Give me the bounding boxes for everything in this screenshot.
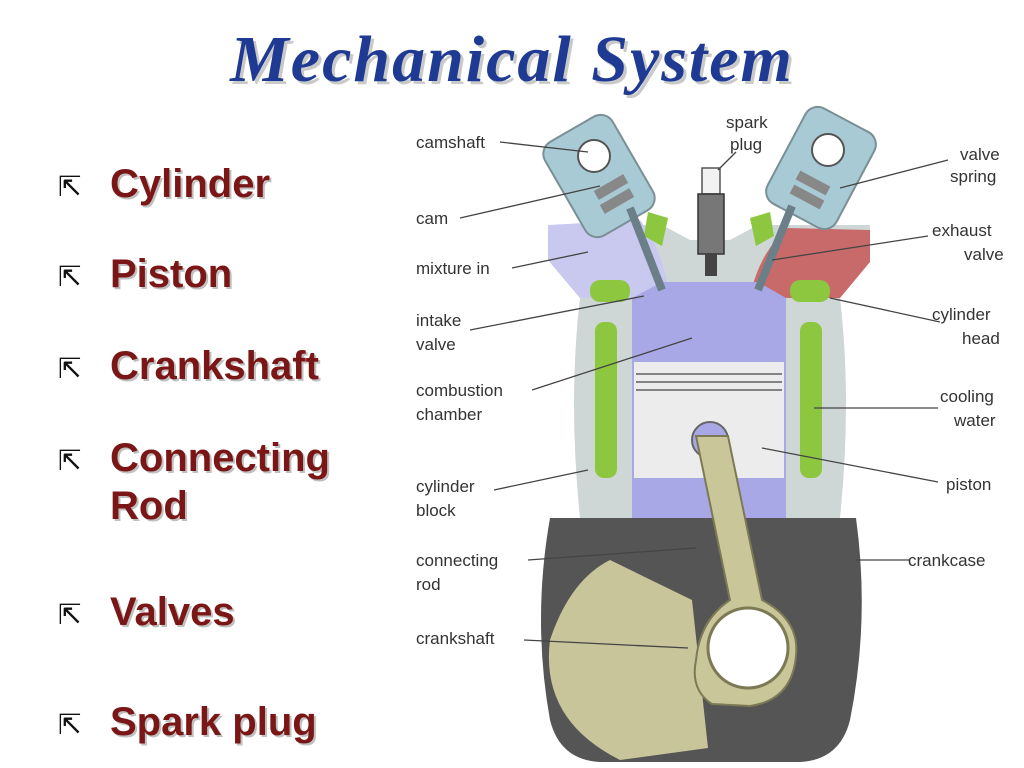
- bullet-cylinder: ⇱ Cylinder: [58, 160, 403, 208]
- label-spark-plug-line1: spark: [726, 113, 768, 132]
- label-cylinder-block-line1: cylinder: [416, 477, 475, 496]
- bullet-connecting-rod: ⇱ Connecting Rod: [58, 434, 403, 530]
- label-combustion-chamber-line2: chamber: [416, 405, 482, 424]
- label-crankshaft: crankshaft: [416, 629, 495, 648]
- label-cylinder-head-line1: cylinder: [932, 305, 991, 324]
- engine-diagram: camshaft spark plug valve spring cam exh…: [416, 105, 1004, 762]
- label-intake-valve-line1: intake: [416, 311, 461, 330]
- bullet-text: Piston: [110, 252, 233, 296]
- slide-title: Mechanical System: [230, 23, 794, 96]
- arrow-up-left-icon: ⇱: [58, 444, 82, 477]
- exhaust-port: [752, 228, 870, 298]
- label-crankcase: crankcase: [908, 551, 985, 570]
- label-camshaft: camshaft: [416, 133, 485, 152]
- label-cooling-water-line1: cooling: [940, 387, 994, 406]
- label-cooling-water-line2: water: [953, 411, 996, 430]
- crank-counterweight: [548, 560, 708, 760]
- arrow-up-left-icon: ⇱: [58, 708, 82, 741]
- bullet-spark-plug: ⇱ Spark plug: [58, 698, 403, 746]
- label-cylinder-block-line2: block: [416, 501, 456, 520]
- coolant-channel-head-center-right: [750, 212, 774, 246]
- label-exhaust-valve-line2: valve: [964, 245, 1004, 264]
- label-valve-spring-line2: spring: [950, 167, 996, 186]
- label-valve-spring-line1: valve: [960, 145, 1000, 164]
- label-mixture-in: mixture in: [416, 259, 490, 278]
- label-intake-valve-line2: valve: [416, 335, 456, 354]
- bullet-valves: ⇱ Valves: [58, 588, 403, 636]
- coolant-channel-head-right: [790, 280, 830, 302]
- bullet-text: Valves: [110, 590, 235, 634]
- label-spark-plug-line2: plug: [730, 135, 762, 154]
- coolant-channel-right: [800, 322, 822, 478]
- label-cylinder-head-line2: head: [962, 329, 1000, 348]
- spark-plug-shape: [697, 167, 725, 276]
- label-connecting-rod-line1: connecting: [416, 551, 498, 570]
- label-exhaust-valve-line1: exhaust: [932, 221, 992, 240]
- coolant-channel-head-left: [590, 280, 630, 302]
- crankshaft-journal: [706, 606, 790, 690]
- bullet-line: Connecting: [110, 436, 330, 480]
- coolant-channel-left: [595, 322, 617, 478]
- label-piston: piston: [946, 475, 991, 494]
- intake-cam-assembly: [542, 113, 666, 292]
- arrow-up-left-icon: ⇱: [58, 260, 82, 293]
- bullet-line: Rod: [110, 484, 188, 528]
- arrow-up-left-icon: ⇱: [58, 352, 82, 385]
- bullet-text: Spark plug: [110, 700, 317, 744]
- label-connecting-rod-line2: rod: [416, 575, 441, 594]
- bullet-piston: ⇱ Piston: [58, 250, 403, 298]
- bullet-crankshaft: ⇱ Crankshaft: [58, 342, 403, 390]
- exhaust-cam-assembly: [754, 105, 877, 292]
- arrow-up-left-icon: ⇱: [58, 598, 82, 631]
- coolant-channel-head-center-left: [644, 212, 668, 246]
- label-cam: cam: [416, 209, 448, 228]
- label-combustion-chamber-line1: combustion: [416, 381, 503, 400]
- arrow-up-left-icon: ⇱: [58, 170, 82, 203]
- bullet-text: Connecting Rod: [110, 434, 330, 530]
- bullet-text: Crankshaft: [110, 344, 319, 388]
- bullet-text: Cylinder: [110, 162, 271, 206]
